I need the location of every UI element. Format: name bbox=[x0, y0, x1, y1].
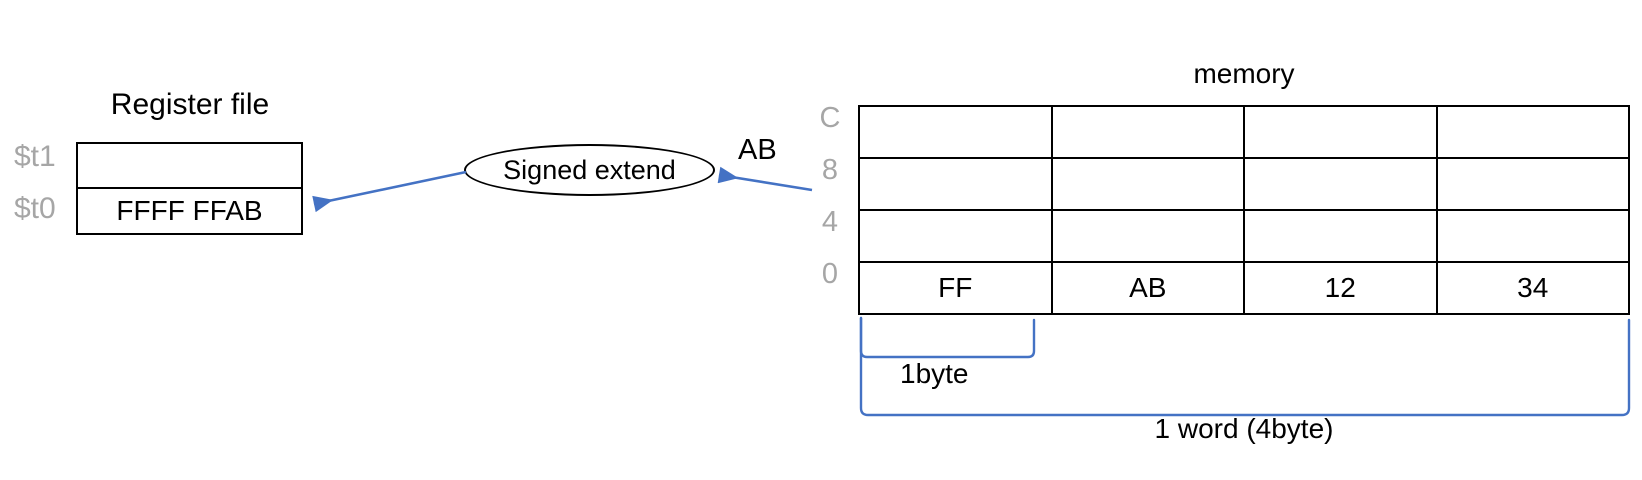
arrow-memory-to-signextend bbox=[717, 166, 813, 192]
register-row-t0: FFFF FFAB bbox=[116, 194, 263, 226]
memory-cell bbox=[1245, 159, 1438, 209]
memory-row-4 bbox=[860, 211, 1628, 263]
memory-cell: 34 bbox=[1517, 272, 1549, 303]
memory-cell bbox=[1438, 107, 1629, 157]
memory-cell bbox=[860, 159, 1053, 209]
memory-cell: 12 bbox=[1245, 263, 1438, 313]
memory-address-label-0: 0 bbox=[821, 258, 839, 290]
bracket-one-word bbox=[859, 316, 1631, 417]
memory-grid: FF AB 12 34 bbox=[858, 105, 1630, 315]
register-file-box: FFFF FFAB bbox=[76, 142, 303, 235]
memory-cell bbox=[1053, 107, 1245, 157]
memory-address-label-c: C bbox=[819, 102, 841, 134]
memory-row-c bbox=[860, 107, 1628, 159]
register-label-t0: $t0 bbox=[14, 192, 56, 225]
memory-cell bbox=[1438, 159, 1629, 209]
memory-cell: FF bbox=[860, 263, 1053, 313]
register-row-t1 bbox=[78, 144, 301, 189]
memory-cell bbox=[860, 107, 1053, 157]
register-label-t1: $t1 bbox=[14, 140, 56, 173]
one-word-label: 1 word (4byte) bbox=[1154, 413, 1334, 444]
memory-cell bbox=[1053, 159, 1245, 209]
memory-cell bbox=[1245, 107, 1438, 157]
memory-cell bbox=[1053, 211, 1245, 261]
memory-cell bbox=[1245, 211, 1438, 261]
memory-cell bbox=[1438, 211, 1629, 261]
arrow-signextend-to-register bbox=[312, 170, 467, 213]
one-byte-label: 1byte bbox=[900, 358, 969, 389]
bracket-one-byte bbox=[859, 316, 1036, 359]
memory-cell: AB bbox=[1053, 263, 1245, 313]
memory-row-8 bbox=[860, 159, 1628, 211]
memory-address-label-4: 4 bbox=[821, 206, 839, 238]
memory-cell bbox=[860, 211, 1053, 261]
memory-title: memory bbox=[1193, 58, 1295, 89]
memory-address-label-8: 8 bbox=[821, 154, 839, 186]
input-value-label: AB bbox=[738, 134, 777, 166]
signed-extend-node: Signed extend bbox=[464, 144, 715, 196]
memory-row-0: FF AB 12 34 bbox=[860, 263, 1628, 313]
register-file-title: Register file bbox=[110, 88, 270, 121]
